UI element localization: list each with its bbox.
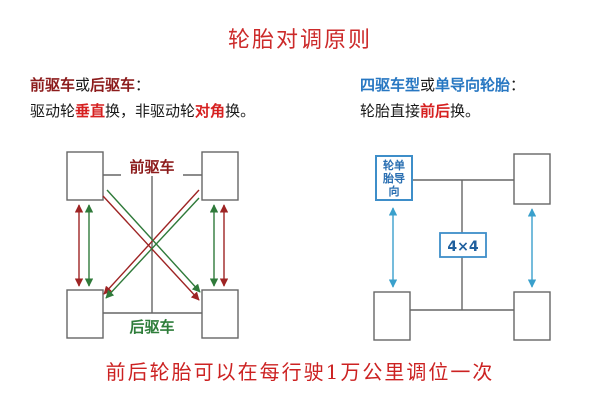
right-heading-colon: ： — [510, 76, 526, 94]
left-body-highlight-vertical: 垂直 — [75, 102, 106, 120]
right-body-part1: 轮胎直接 — [360, 102, 421, 120]
left-rule-text: 前驱车或后驱车： 驱动轮垂直换，非驱动轮对角换。 — [30, 72, 255, 124]
left-heading-colon: ： — [135, 76, 151, 94]
left-body-part1: 驱动轮 — [30, 102, 76, 120]
right-heading-directional: 单导向轮胎 — [435, 76, 511, 94]
left-rule-body: 驱动轮垂直换，非驱动轮对角换。 — [30, 98, 255, 124]
left-body-part2: 换，非驱动轮 — [105, 102, 196, 120]
right-diagram: 轮单 胎导 向 4×4 — [373, 153, 551, 341]
left-chassis — [103, 174, 202, 314]
four-by-four-badge — [439, 232, 487, 258]
right-body-part2: 换。 — [450, 102, 481, 120]
right-heading-sep: 或 — [420, 76, 436, 94]
left-front-right-tire — [201, 151, 239, 201]
left-rear-label: 后驱车 — [129, 318, 174, 336]
left-heading-front: 前驱车 — [30, 76, 76, 94]
left-diagonal-arrow-green-b — [106, 189, 201, 293]
left-body-part3: 换。 — [225, 102, 256, 120]
left-diagram: 前驱车 后驱车 — [66, 151, 239, 339]
left-heading-rear: 后驱车 — [90, 76, 136, 94]
left-diagonal-arrow-red-b — [103, 189, 200, 295]
left-rule-heading: 前驱车或后驱车： — [30, 72, 255, 98]
right-rule-text: 四驱车型或单导向轮胎： 轮胎直接前后换。 — [360, 72, 525, 124]
left-front-left-tire — [66, 151, 104, 201]
left-rear-left-tire — [66, 289, 104, 339]
right-heading-4wd: 四驱车型 — [360, 76, 421, 94]
right-rear-left-tire — [373, 291, 411, 341]
left-front-label: 前驱车 — [129, 158, 174, 176]
directional-tag-line-2: 胎导 — [382, 171, 405, 185]
directional-tire-tag — [375, 155, 413, 201]
right-rear-right-tire — [513, 291, 551, 341]
left-rear-right-tire — [201, 289, 239, 339]
page-title: 轮胎对调原则 — [227, 28, 372, 53]
right-front-right-tire — [513, 153, 551, 205]
left-diagonal-arrow-green-a — [105, 197, 200, 299]
four-by-four-label: 4×4 — [447, 239, 478, 255]
footer-note: 前后轮胎可以在每行驶1万公里调位一次 — [105, 360, 495, 384]
right-body-highlight: 前后 — [420, 102, 451, 120]
left-diagonal-arrow-red-a — [102, 195, 200, 301]
right-rule-body: 轮胎直接前后换。 — [360, 98, 525, 124]
directional-tag-line-3: 向 — [389, 184, 400, 198]
left-heading-sep: 或 — [75, 76, 91, 94]
left-body-highlight-diagonal: 对角 — [195, 102, 226, 120]
right-rule-heading: 四驱车型或单导向轮胎： — [360, 72, 525, 98]
directional-tag-line-1: 轮单 — [383, 158, 405, 172]
